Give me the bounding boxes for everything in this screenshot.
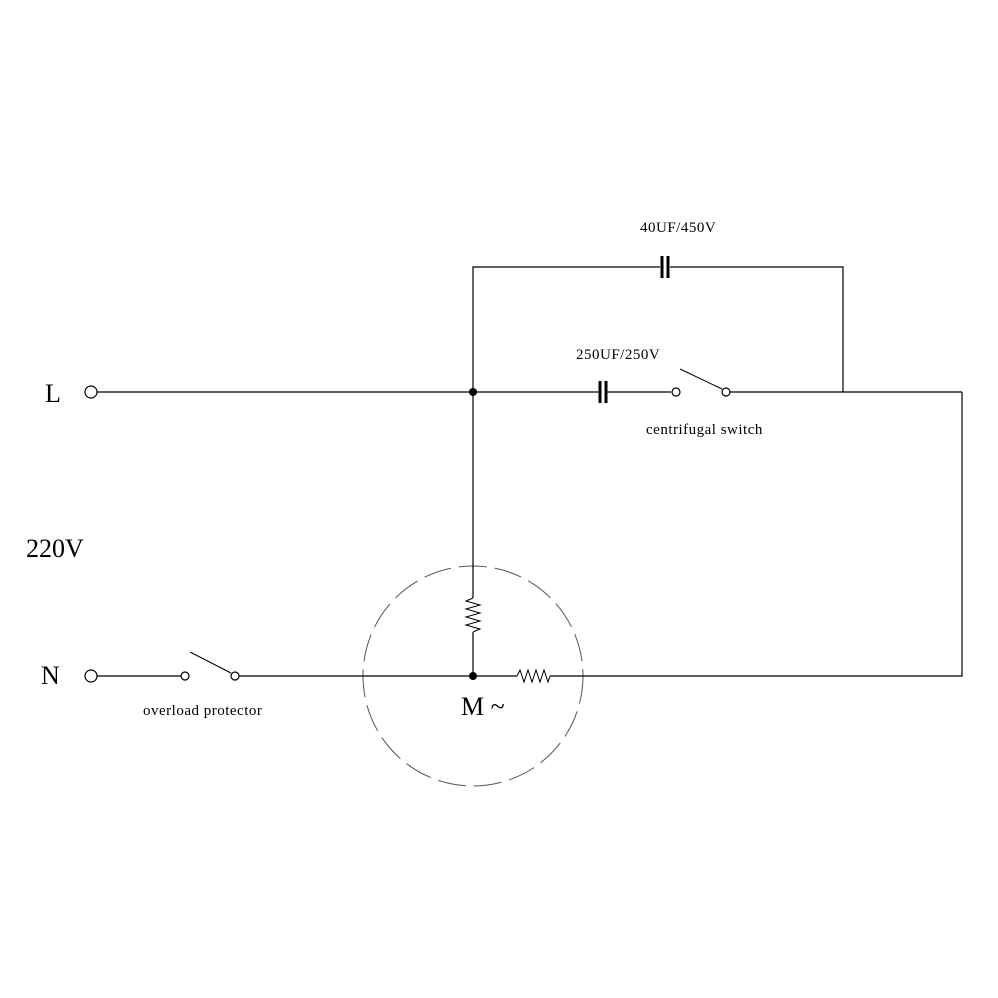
run-capacitor — [660, 256, 670, 278]
main-winding — [464, 597, 482, 633]
centrifugal-switch — [671, 368, 731, 397]
auxiliary-winding — [516, 668, 551, 684]
junction-node-line — [469, 388, 477, 396]
terminal-label-line: L — [45, 379, 61, 408]
wire-right-return — [550, 392, 963, 677]
terminal-neutral — [84, 669, 98, 683]
terminal-label-neutral: N — [41, 661, 60, 690]
centrifugal-switch-label: centrifugal switch — [646, 422, 763, 438]
motor-label: M ~ — [461, 692, 505, 721]
overload-protector-label: overload protector — [143, 703, 262, 719]
terminal-line — [84, 385, 98, 399]
supply-voltage-label: 220V — [26, 534, 84, 563]
junction-node-motor — [469, 672, 477, 680]
wire-run-cap-left — [472, 266, 660, 392]
overload-protector — [180, 651, 240, 681]
run-capacitor-label: 40UF/450V — [640, 220, 716, 236]
wire-run-cap-right — [670, 266, 844, 392]
start-capacitor-label: 250UF/250V — [576, 347, 660, 363]
start-capacitor — [598, 381, 608, 403]
